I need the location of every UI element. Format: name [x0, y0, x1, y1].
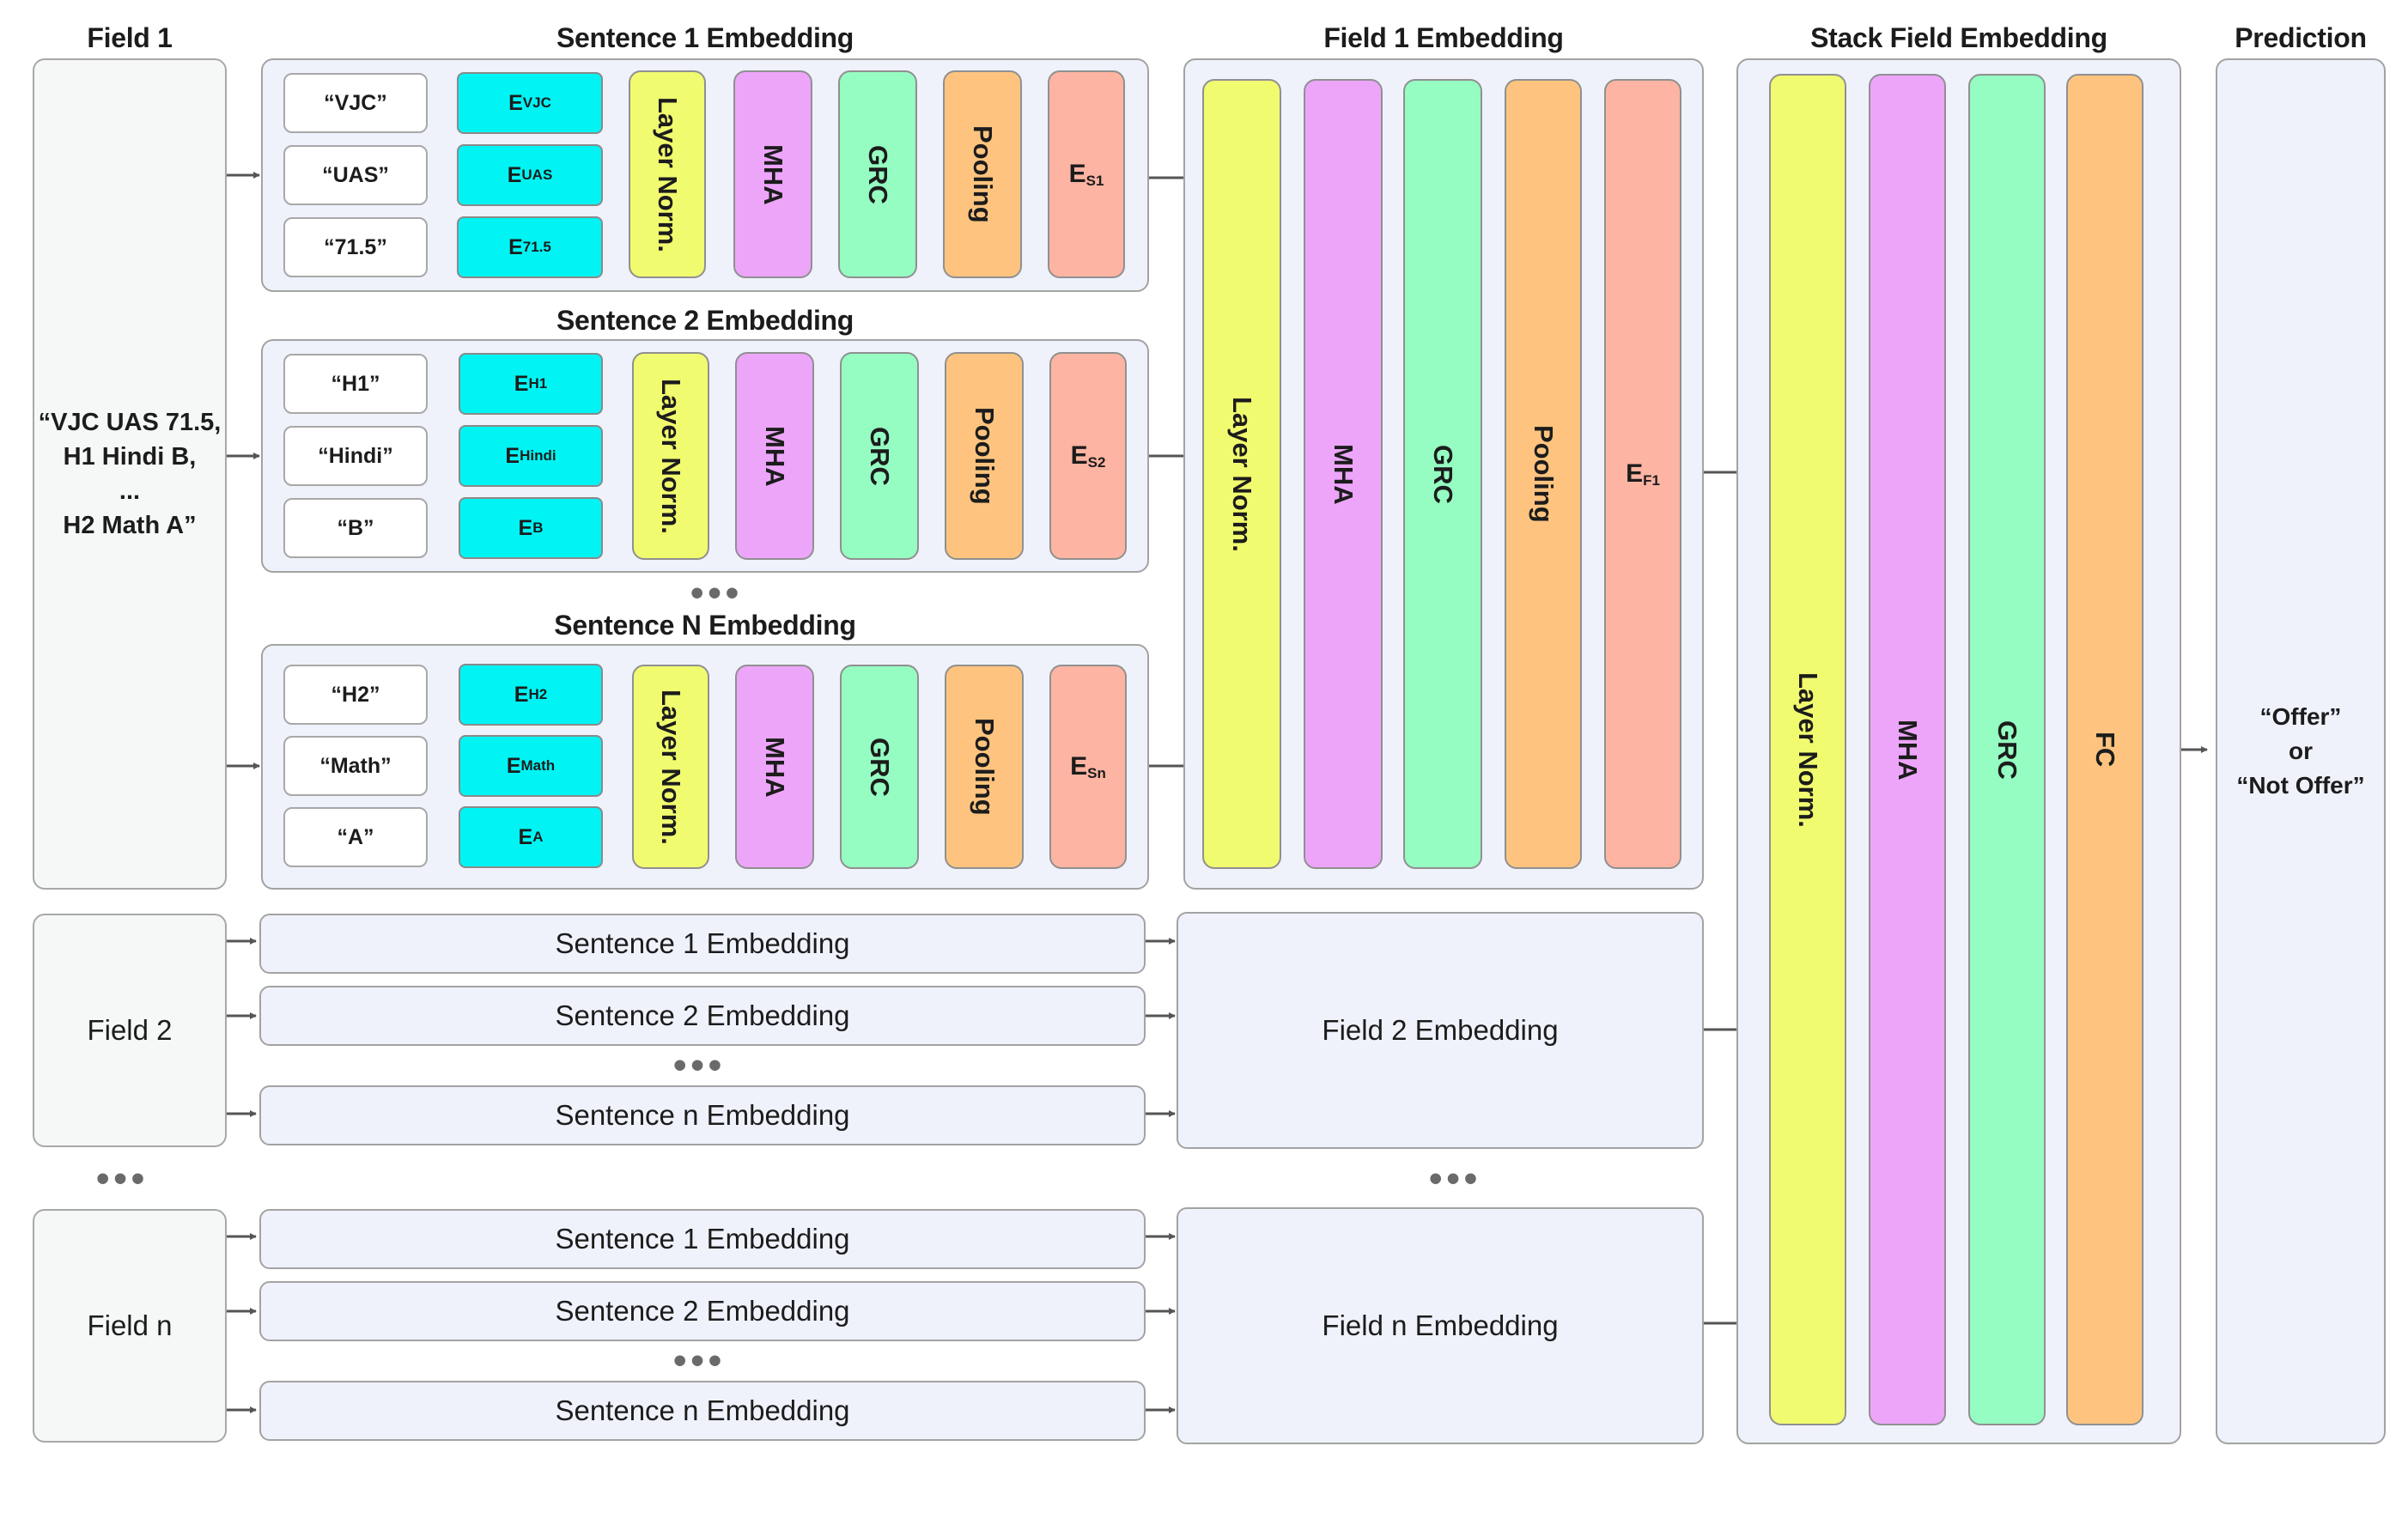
token-vjc: “VJC”	[283, 73, 428, 133]
token-hindi: “Hindi”	[283, 426, 428, 486]
s2-grc: GRC	[840, 352, 919, 560]
fieldn-sentence2-bar: Sentence 2 Embedding	[259, 1281, 1146, 1341]
fieldn-sentencen-bar: Sentence n Embedding	[259, 1381, 1146, 1441]
s1-pooling: Pooling	[943, 70, 1022, 278]
s2-mha: MHA	[735, 352, 814, 560]
field1-input-box: “VJC UAS 71.5, H1 Hindi B, ... H2 Math A…	[33, 58, 227, 890]
fieldn-embedding-box: Field n Embedding	[1177, 1207, 1704, 1444]
token-h1: “H1”	[283, 354, 428, 414]
sn-grc: GRC	[840, 665, 919, 869]
token-a: “A”	[283, 807, 428, 867]
f1-pooling: Pooling	[1505, 79, 1582, 869]
f1-mha: MHA	[1304, 79, 1383, 869]
sn-mha: MHA	[735, 665, 814, 869]
sn-layer-norm: Layer Norm.	[632, 665, 709, 869]
s1-output-es1: ES1	[1048, 70, 1125, 278]
fieldn-sentence1-bar: Sentence 1 Embedding	[259, 1209, 1146, 1269]
fieldn-box: Field n	[33, 1209, 227, 1443]
header-sentenceN: Sentence N Embedding	[554, 610, 856, 641]
f1-grc: GRC	[1403, 79, 1482, 869]
prediction-panel: “Offer” or “Not Offer”	[2216, 58, 2386, 1444]
s2-pooling: Pooling	[945, 352, 1024, 560]
prediction-offer: “Offer”	[2259, 703, 2342, 730]
f1-output-ef1: EF1	[1604, 79, 1681, 869]
header-sentence1: Sentence 1 Embedding	[556, 22, 854, 53]
header-field1: Field 1	[87, 22, 173, 53]
header-sentence2: Sentence 2 Embedding	[556, 305, 854, 336]
stack-layer-norm: Layer Norm.	[1769, 74, 1846, 1425]
field1-line-2: H1 Hindi B,	[63, 443, 197, 471]
prediction-not-offer: “Not Offer”	[2236, 772, 2365, 799]
ellipsis-fieldn-sentences: •••	[673, 1340, 727, 1382]
token-math: “Math”	[283, 736, 428, 796]
f1-layer-norm: Layer Norm.	[1202, 79, 1281, 869]
ellipsis-fields: •••	[96, 1157, 149, 1200]
stack-grc: GRC	[1968, 74, 2046, 1425]
ellipsis-sentences: •••	[690, 572, 744, 614]
token-71-5: “71.5”	[283, 217, 428, 277]
field2-sentence2-bar: Sentence 2 Embedding	[259, 986, 1146, 1046]
s2-output-es2: ES2	[1049, 352, 1127, 560]
header-field1-embedding: Field 1 Embedding	[1323, 22, 1564, 53]
token-b: “B”	[283, 498, 428, 558]
field1-line-3: ...	[119, 477, 141, 505]
s1-mha: MHA	[733, 70, 812, 278]
sn-output-esn: ESn	[1049, 665, 1127, 869]
field2-embedding-box: Field 2 Embedding	[1177, 912, 1704, 1149]
stack-fc: FC	[2066, 74, 2143, 1425]
s1-grc: GRC	[838, 70, 917, 278]
token-uas: “UAS”	[283, 145, 428, 205]
s2-layer-norm: Layer Norm.	[632, 352, 709, 560]
field1-line-1: “VJC UAS 71.5,	[38, 409, 222, 436]
sn-pooling: Pooling	[945, 665, 1024, 869]
stack-mha: MHA	[1869, 74, 1946, 1425]
ellipsis-field-embeddings: •••	[1429, 1157, 1482, 1200]
field2-sentence1-bar: Sentence 1 Embedding	[259, 914, 1146, 974]
token-h2: “H2”	[283, 665, 428, 725]
prediction-or: or	[2288, 738, 2313, 764]
field2-sentencen-bar: Sentence n Embedding	[259, 1085, 1146, 1145]
ellipsis-field2-sentences: •••	[673, 1044, 727, 1086]
header-prediction: Prediction	[2235, 22, 2367, 53]
field2-box: Field 2	[33, 914, 227, 1147]
s1-layer-norm: Layer Norm.	[629, 70, 706, 278]
header-stack: Stack Field Embedding	[1810, 22, 2107, 53]
field1-line-4: H2 Math A”	[63, 512, 197, 539]
